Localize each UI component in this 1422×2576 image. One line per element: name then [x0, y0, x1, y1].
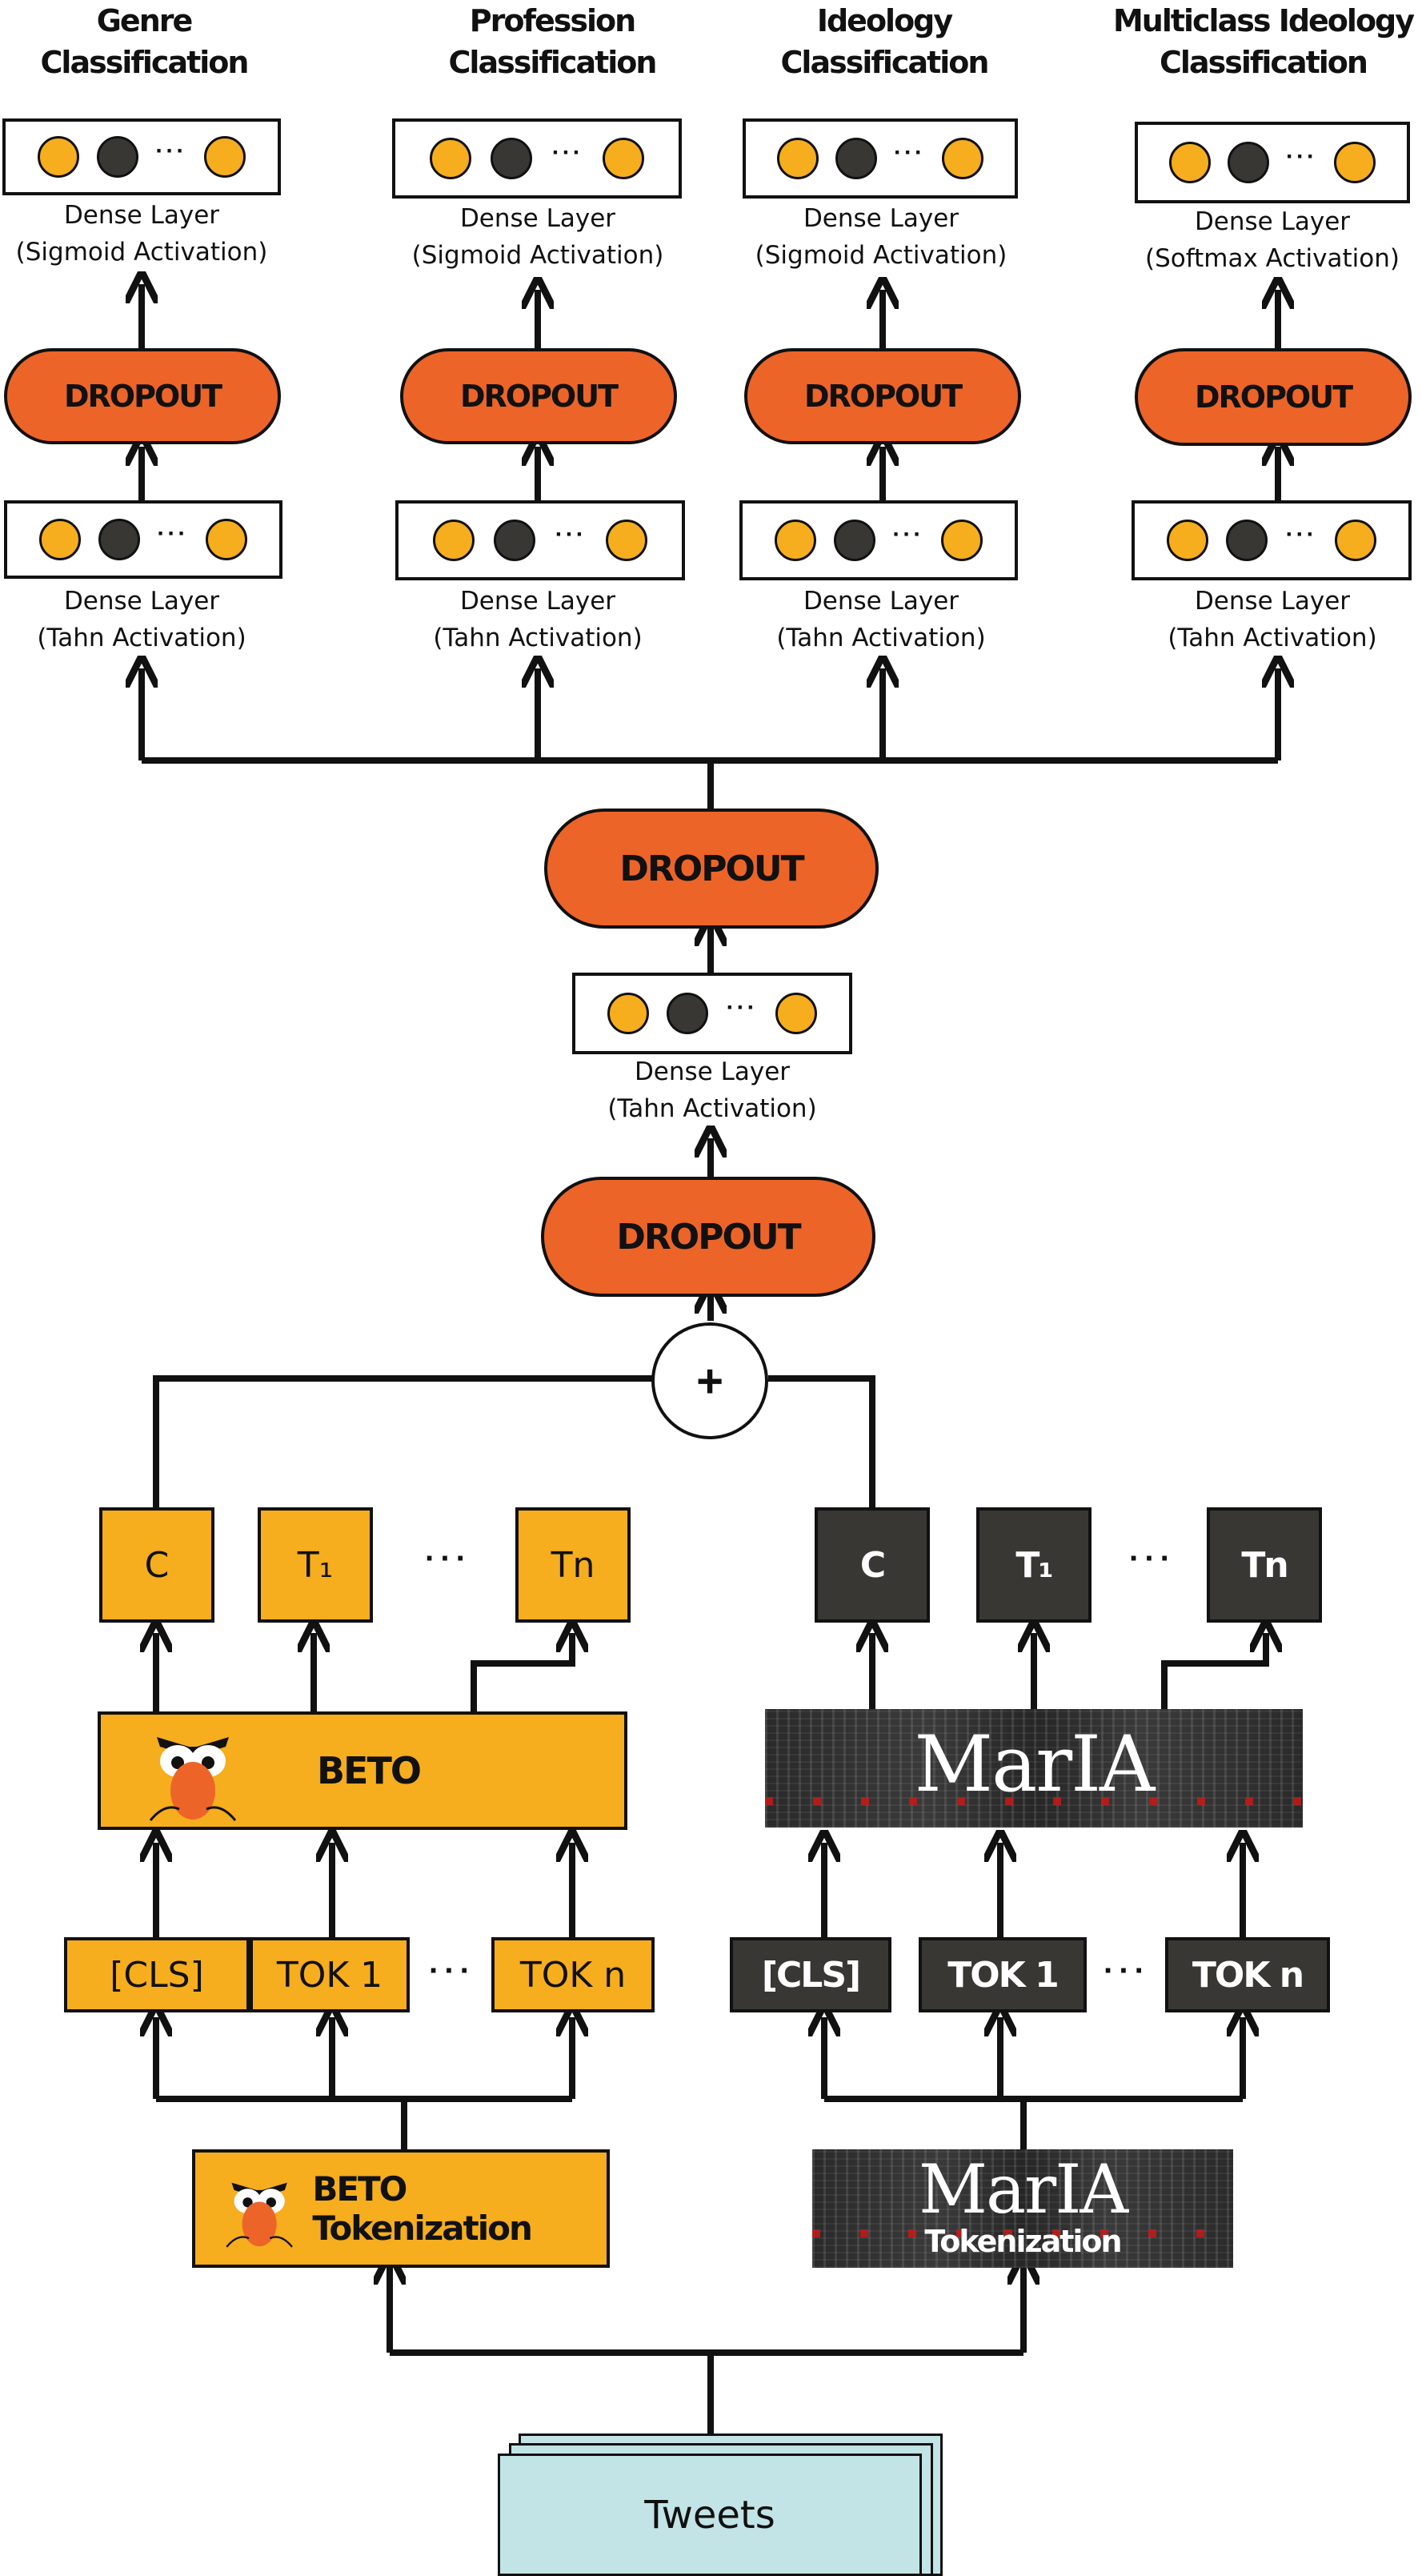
neuron [606, 520, 648, 561]
beto-mascot-icon [149, 1737, 237, 1821]
maria-token-1: TOK 1 [919, 1937, 1087, 2012]
neuron [941, 520, 983, 561]
head-title-multiclass-ideology: Multiclass Ideology Classification [1112, 3, 1415, 80]
ellipsis: ··· [726, 994, 758, 1021]
ellipsis: ··· [429, 1953, 475, 1988]
neuron [1228, 142, 1269, 183]
ellipsis: ··· [1286, 143, 1317, 170]
ellipsis: ··· [1285, 521, 1317, 548]
maria-tokenizer-label: Tokenization [924, 2224, 1122, 2259]
neuron [1226, 520, 1268, 561]
neuron [775, 993, 817, 1034]
beto-output-tn: Tn [515, 1507, 631, 1623]
beto-output-t1: T₁ [258, 1507, 373, 1623]
dense-caption-output-profession: Dense Layer (Sigmoid Activation) [411, 204, 664, 270]
neuron [667, 993, 709, 1034]
ellipsis: ··· [1104, 1953, 1150, 1988]
neuron [429, 138, 471, 179]
ellipsis: ··· [1129, 1541, 1176, 1576]
dropout-genre: DROPOUT [4, 348, 281, 444]
dense-layer-output-multiclass: ··· [1135, 122, 1410, 203]
beto-output-c: C [99, 1507, 214, 1623]
dropout-multiclass: DROPOUT [1135, 348, 1412, 446]
dense-caption-output-genre: Dense Layer (Sigmoid Activation) [15, 201, 268, 267]
beto-mascot-icon [226, 2182, 293, 2248]
dense-layer-hidden-multiclass: ··· [1132, 500, 1412, 580]
maria-output-tn: Tn [1207, 1507, 1322, 1623]
beto-token-cls: [CLS] [64, 1937, 250, 2012]
dense-layer-hidden-genre: ··· [4, 500, 282, 579]
maria-model-logo: MarIA [914, 1719, 1156, 1809]
neuron [206, 519, 248, 560]
neuron [941, 138, 983, 179]
neuron [774, 520, 816, 561]
neuron [607, 993, 650, 1034]
dropout-shared-top: DROPOUT [544, 809, 879, 929]
neuron [777, 138, 819, 179]
maria-tokenizer-logo: MarIA [918, 2150, 1128, 2229]
concat-node: + [651, 1322, 768, 1439]
neuron [98, 519, 140, 560]
beto-model-label: BETO [317, 1749, 422, 1792]
neuron [38, 519, 81, 560]
dense-layer-output-genre: ··· [2, 118, 281, 195]
dense-caption-output-ideology: Dense Layer (Sigmoid Activation) [755, 204, 1007, 270]
maria-tokenizer: MarIA Tokenization [812, 2149, 1233, 2268]
neuron [1169, 142, 1211, 183]
dense-caption-hidden-ideology: Dense Layer (Tahn Activation) [776, 587, 986, 652]
supercomputer-image [812, 2149, 1233, 2268]
maria-token-cls: [CLS] [730, 1937, 891, 2012]
dense-layer-hidden-profession: ··· [395, 500, 685, 580]
dense-caption-hidden-genre: Dense Layer (Tahn Activation) [37, 587, 246, 652]
maria-output-t1: T₁ [976, 1507, 1092, 1623]
neuron [1333, 142, 1376, 183]
ellipsis: ··· [157, 520, 189, 547]
maria-model: MarIA [765, 1709, 1303, 1828]
neuron [1334, 520, 1376, 561]
neuron [494, 520, 536, 561]
neuron [432, 520, 475, 561]
neuron [603, 138, 645, 179]
beto-model: BETO [98, 1711, 627, 1830]
neuron [96, 136, 138, 178]
neuron [37, 136, 79, 178]
ellipsis: ··· [425, 1541, 471, 1576]
beto-tokenizer-label: BETO Tokenization [312, 2169, 533, 2248]
rack-lights [812, 2229, 1233, 2237]
head-title-profession: Profession Classification [448, 3, 658, 80]
ellipsis: ··· [894, 139, 925, 166]
dense-caption-hidden-multiclass: Dense Layer (Tahn Activation) [1168, 587, 1377, 652]
dense-layer-hidden-ideology: ··· [739, 500, 1018, 580]
maria-token-n: TOK n [1165, 1937, 1330, 2012]
neuron [835, 138, 877, 179]
beto-tokenizer: BETO Tokenization [192, 2149, 610, 2268]
dense-caption-shared: Dense Layer (Tahn Activation) [607, 1057, 817, 1123]
dropout-shared-bottom: DROPOUT [541, 1177, 875, 1297]
dense-layer-shared: ··· [572, 973, 852, 1054]
dense-layer-output-profession: ··· [392, 118, 682, 199]
head-title-ideology: Ideology Classification [780, 3, 990, 80]
beto-token-n: TOK n [491, 1937, 655, 2012]
tweets-input: Tweets [498, 2454, 922, 2576]
maria-output-c: C [815, 1507, 930, 1623]
rack-lights [765, 1797, 1303, 1805]
head-title-genre: Genre Classification [40, 3, 250, 80]
dense-caption-output-multiclass: Dense Layer (Softmax Activation) [1145, 207, 1400, 273]
dropout-ideology: DROPOUT [744, 348, 1021, 444]
dense-layer-output-ideology: ··· [743, 118, 1018, 199]
supercomputer-image [765, 1709, 1303, 1828]
ellipsis: ··· [155, 138, 187, 164]
dropout-profession: DROPOUT [400, 348, 677, 444]
ellipsis: ··· [555, 521, 587, 548]
beto-token-1: TOK 1 [250, 1937, 410, 2012]
neuron [1167, 520, 1209, 561]
ellipsis: ··· [892, 521, 924, 548]
neuron [491, 138, 533, 179]
ellipsis: ··· [551, 139, 583, 166]
neuron [204, 136, 246, 178]
neuron [833, 520, 875, 561]
dense-caption-hidden-profession: Dense Layer (Tahn Activation) [433, 587, 643, 652]
